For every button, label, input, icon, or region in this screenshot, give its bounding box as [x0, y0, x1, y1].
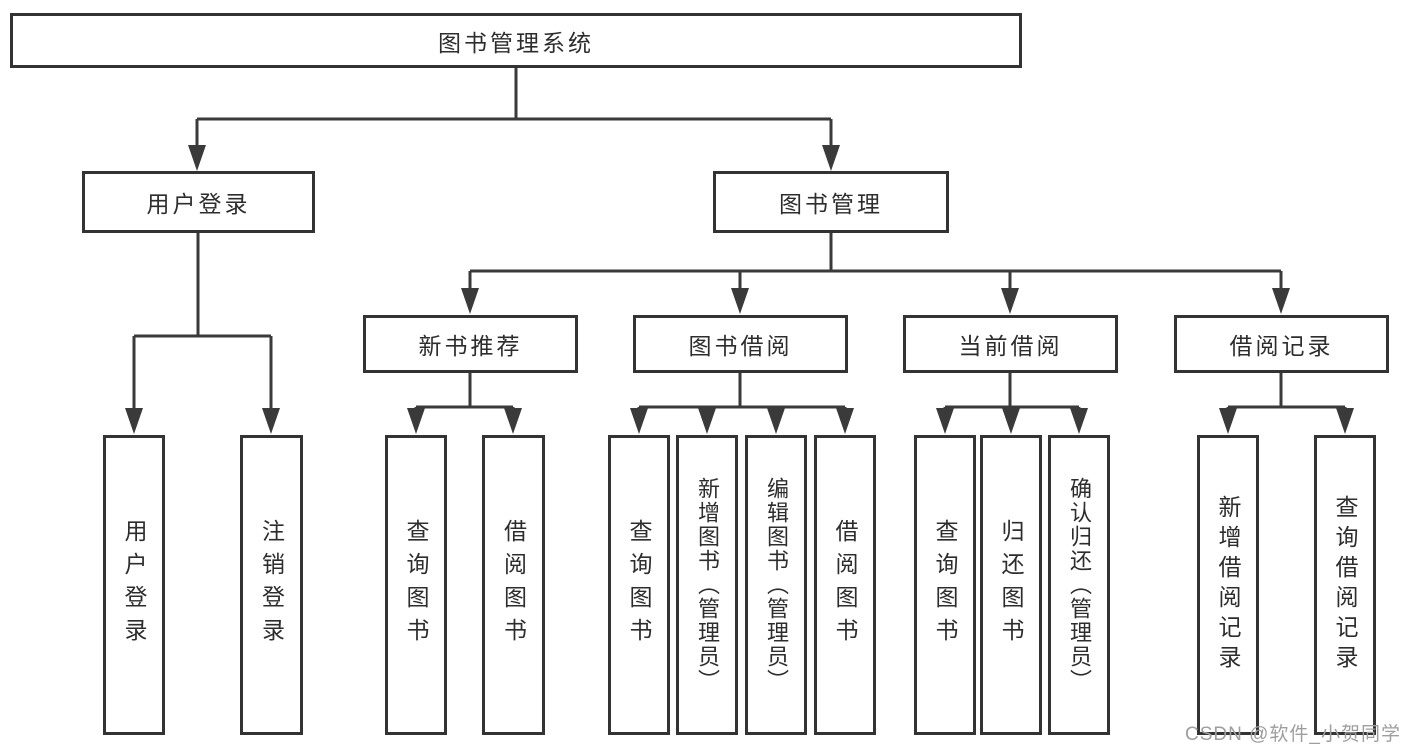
- leaf-confirm-return-admin: 确认归还（管理员）: [1048, 435, 1110, 735]
- node-library-management-system: 图书管理系统: [10, 13, 1022, 68]
- node-label: 归还图书: [998, 519, 1024, 651]
- node-label: 编辑图书（管理员）: [764, 477, 789, 693]
- node-label: 借阅图书: [500, 519, 527, 651]
- node-label: 确认归还（管理员）: [1067, 477, 1092, 693]
- leaf-return-books: 归还图书: [980, 435, 1042, 735]
- leaf-query-books-borrowing: 查询图书: [608, 435, 670, 735]
- leaf-user-login: 用户登录: [103, 435, 165, 735]
- node-label: 注销登录: [258, 519, 285, 651]
- node-label: 查询图书: [403, 519, 429, 651]
- node-label: 当前借阅: [958, 333, 1063, 359]
- leaf-query-borrow-record: 查询借阅记录: [1314, 435, 1376, 735]
- node-label: 用户登录: [146, 191, 251, 217]
- node-label: 新增借阅记录: [1215, 495, 1241, 675]
- node-label: 查询图书: [626, 519, 652, 651]
- node-book-borrowing: 图书借阅: [633, 315, 848, 373]
- node-label: 查询借阅记录: [1332, 495, 1358, 675]
- csdn-watermark: CSDN @软件_小贺同学: [1185, 724, 1401, 745]
- leaf-logout: 注销登录: [240, 435, 303, 735]
- leaf-query-books-current: 查询图书: [914, 435, 976, 735]
- node-label: 借阅图书: [832, 519, 858, 651]
- node-label: 图书管理: [779, 191, 883, 217]
- node-book-management: 图书管理: [713, 171, 949, 233]
- node-label: 新书推荐: [418, 333, 523, 359]
- node-new-book-recommendation: 新书推荐: [363, 315, 578, 373]
- node-label: 图书管理系统: [438, 29, 594, 56]
- leaf-add-book-admin: 新增图书（管理员）: [676, 435, 738, 735]
- leaf-borrow-books: 借阅图书: [814, 435, 876, 735]
- leaf-add-borrow-record: 新增借阅记录: [1197, 435, 1259, 735]
- node-label: 图书借阅: [688, 333, 793, 359]
- node-label: 查询图书: [932, 519, 958, 651]
- node-current-borrowing: 当前借阅: [903, 315, 1118, 373]
- leaf-edit-book-admin: 编辑图书（管理员）: [745, 435, 807, 735]
- node-borrowing-records: 借阅记录: [1174, 315, 1389, 373]
- node-label: 借阅记录: [1229, 333, 1334, 359]
- node-label: 用户登录: [121, 519, 147, 651]
- node-label: 新增图书（管理员）: [695, 477, 720, 693]
- leaf-query-books-recommend: 查询图书: [385, 435, 447, 735]
- leaf-borrow-books-recommend: 借阅图书: [482, 435, 545, 735]
- node-user-login: 用户登录: [82, 171, 315, 233]
